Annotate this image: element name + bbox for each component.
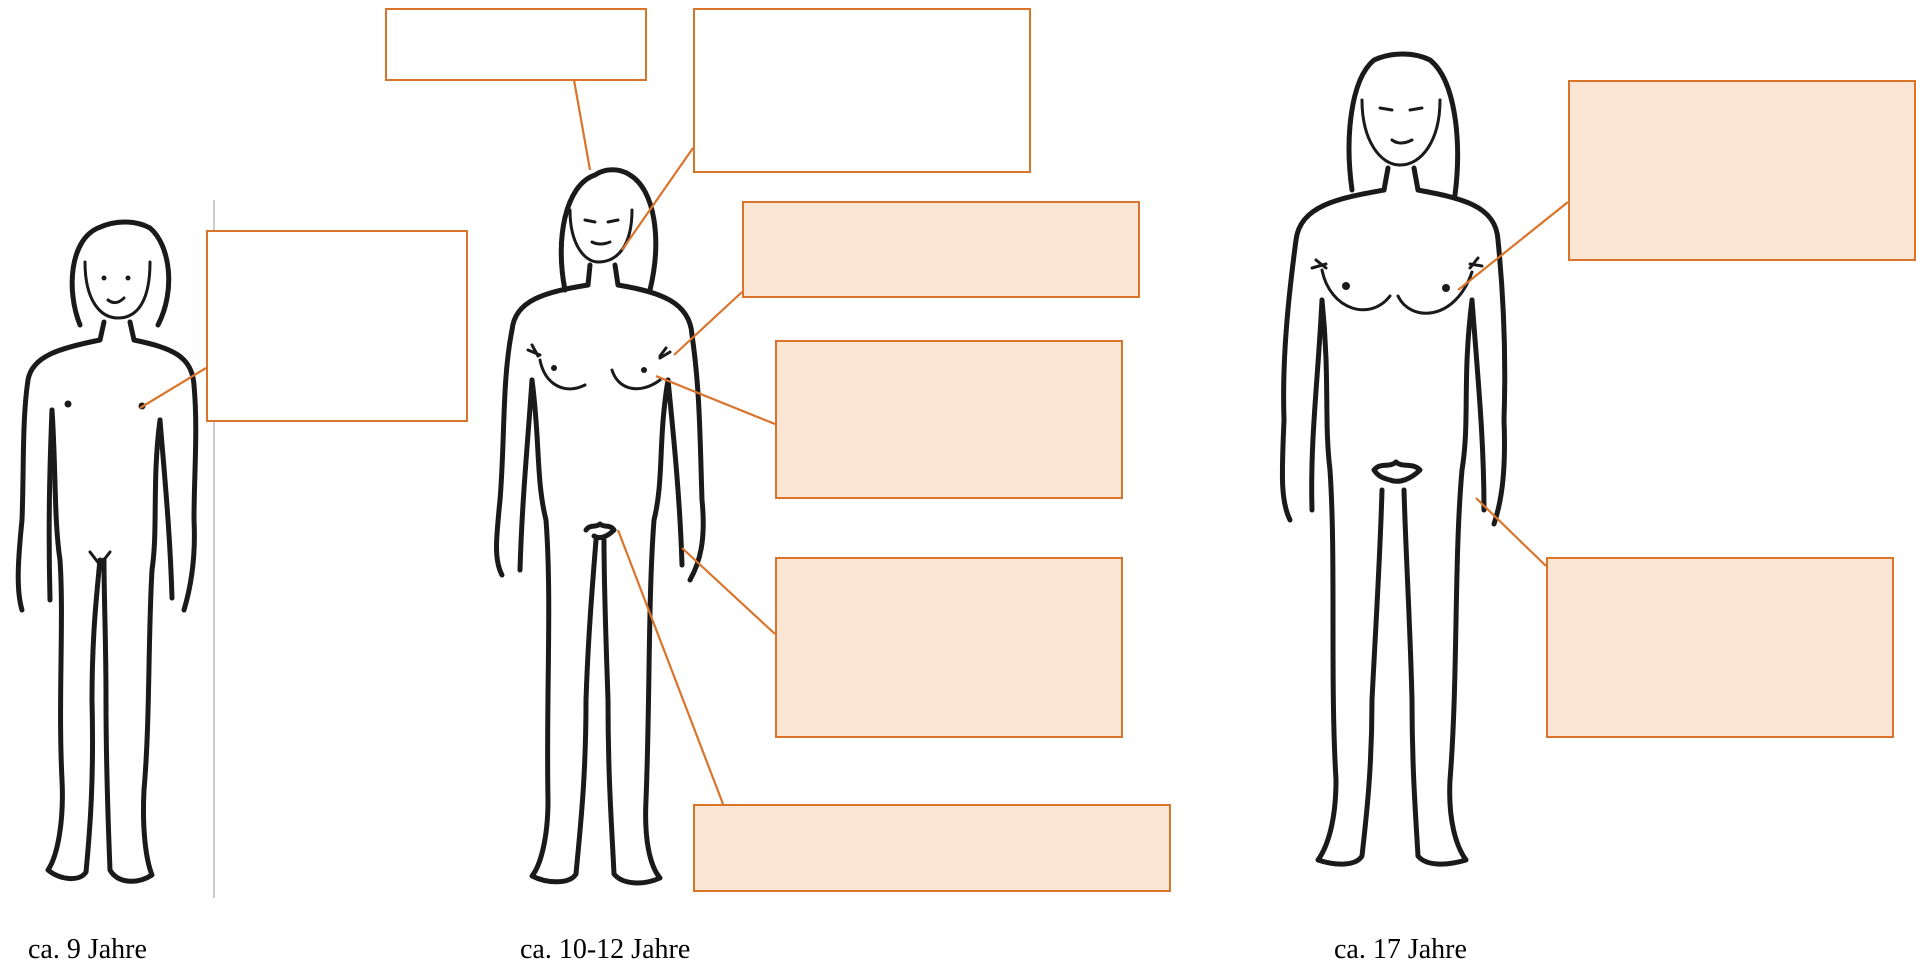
label-box[interactable] (385, 8, 647, 81)
leader-line (574, 80, 590, 170)
caption-age-9: ca. 9 Jahre (28, 936, 147, 964)
label-box[interactable] (693, 8, 1031, 173)
label-box[interactable] (742, 201, 1140, 298)
label-box[interactable] (1568, 80, 1916, 261)
label-box[interactable] (1546, 557, 1894, 738)
label-box[interactable] (775, 340, 1123, 499)
leader-line (1476, 498, 1546, 566)
leader-line (674, 292, 742, 355)
leader-line (682, 548, 775, 634)
figure-age-9 (18, 222, 196, 881)
label-box[interactable] (693, 804, 1171, 892)
label-box[interactable] (775, 557, 1123, 738)
caption-age-10-12: ca. 10-12 Jahre (520, 936, 690, 964)
leader-line (1458, 202, 1568, 290)
label-box[interactable] (206, 230, 468, 422)
caption-age-17: ca. 17 Jahre (1334, 936, 1467, 964)
figure-age-17 (1282, 54, 1504, 864)
figure-age-10-12 (497, 170, 704, 883)
